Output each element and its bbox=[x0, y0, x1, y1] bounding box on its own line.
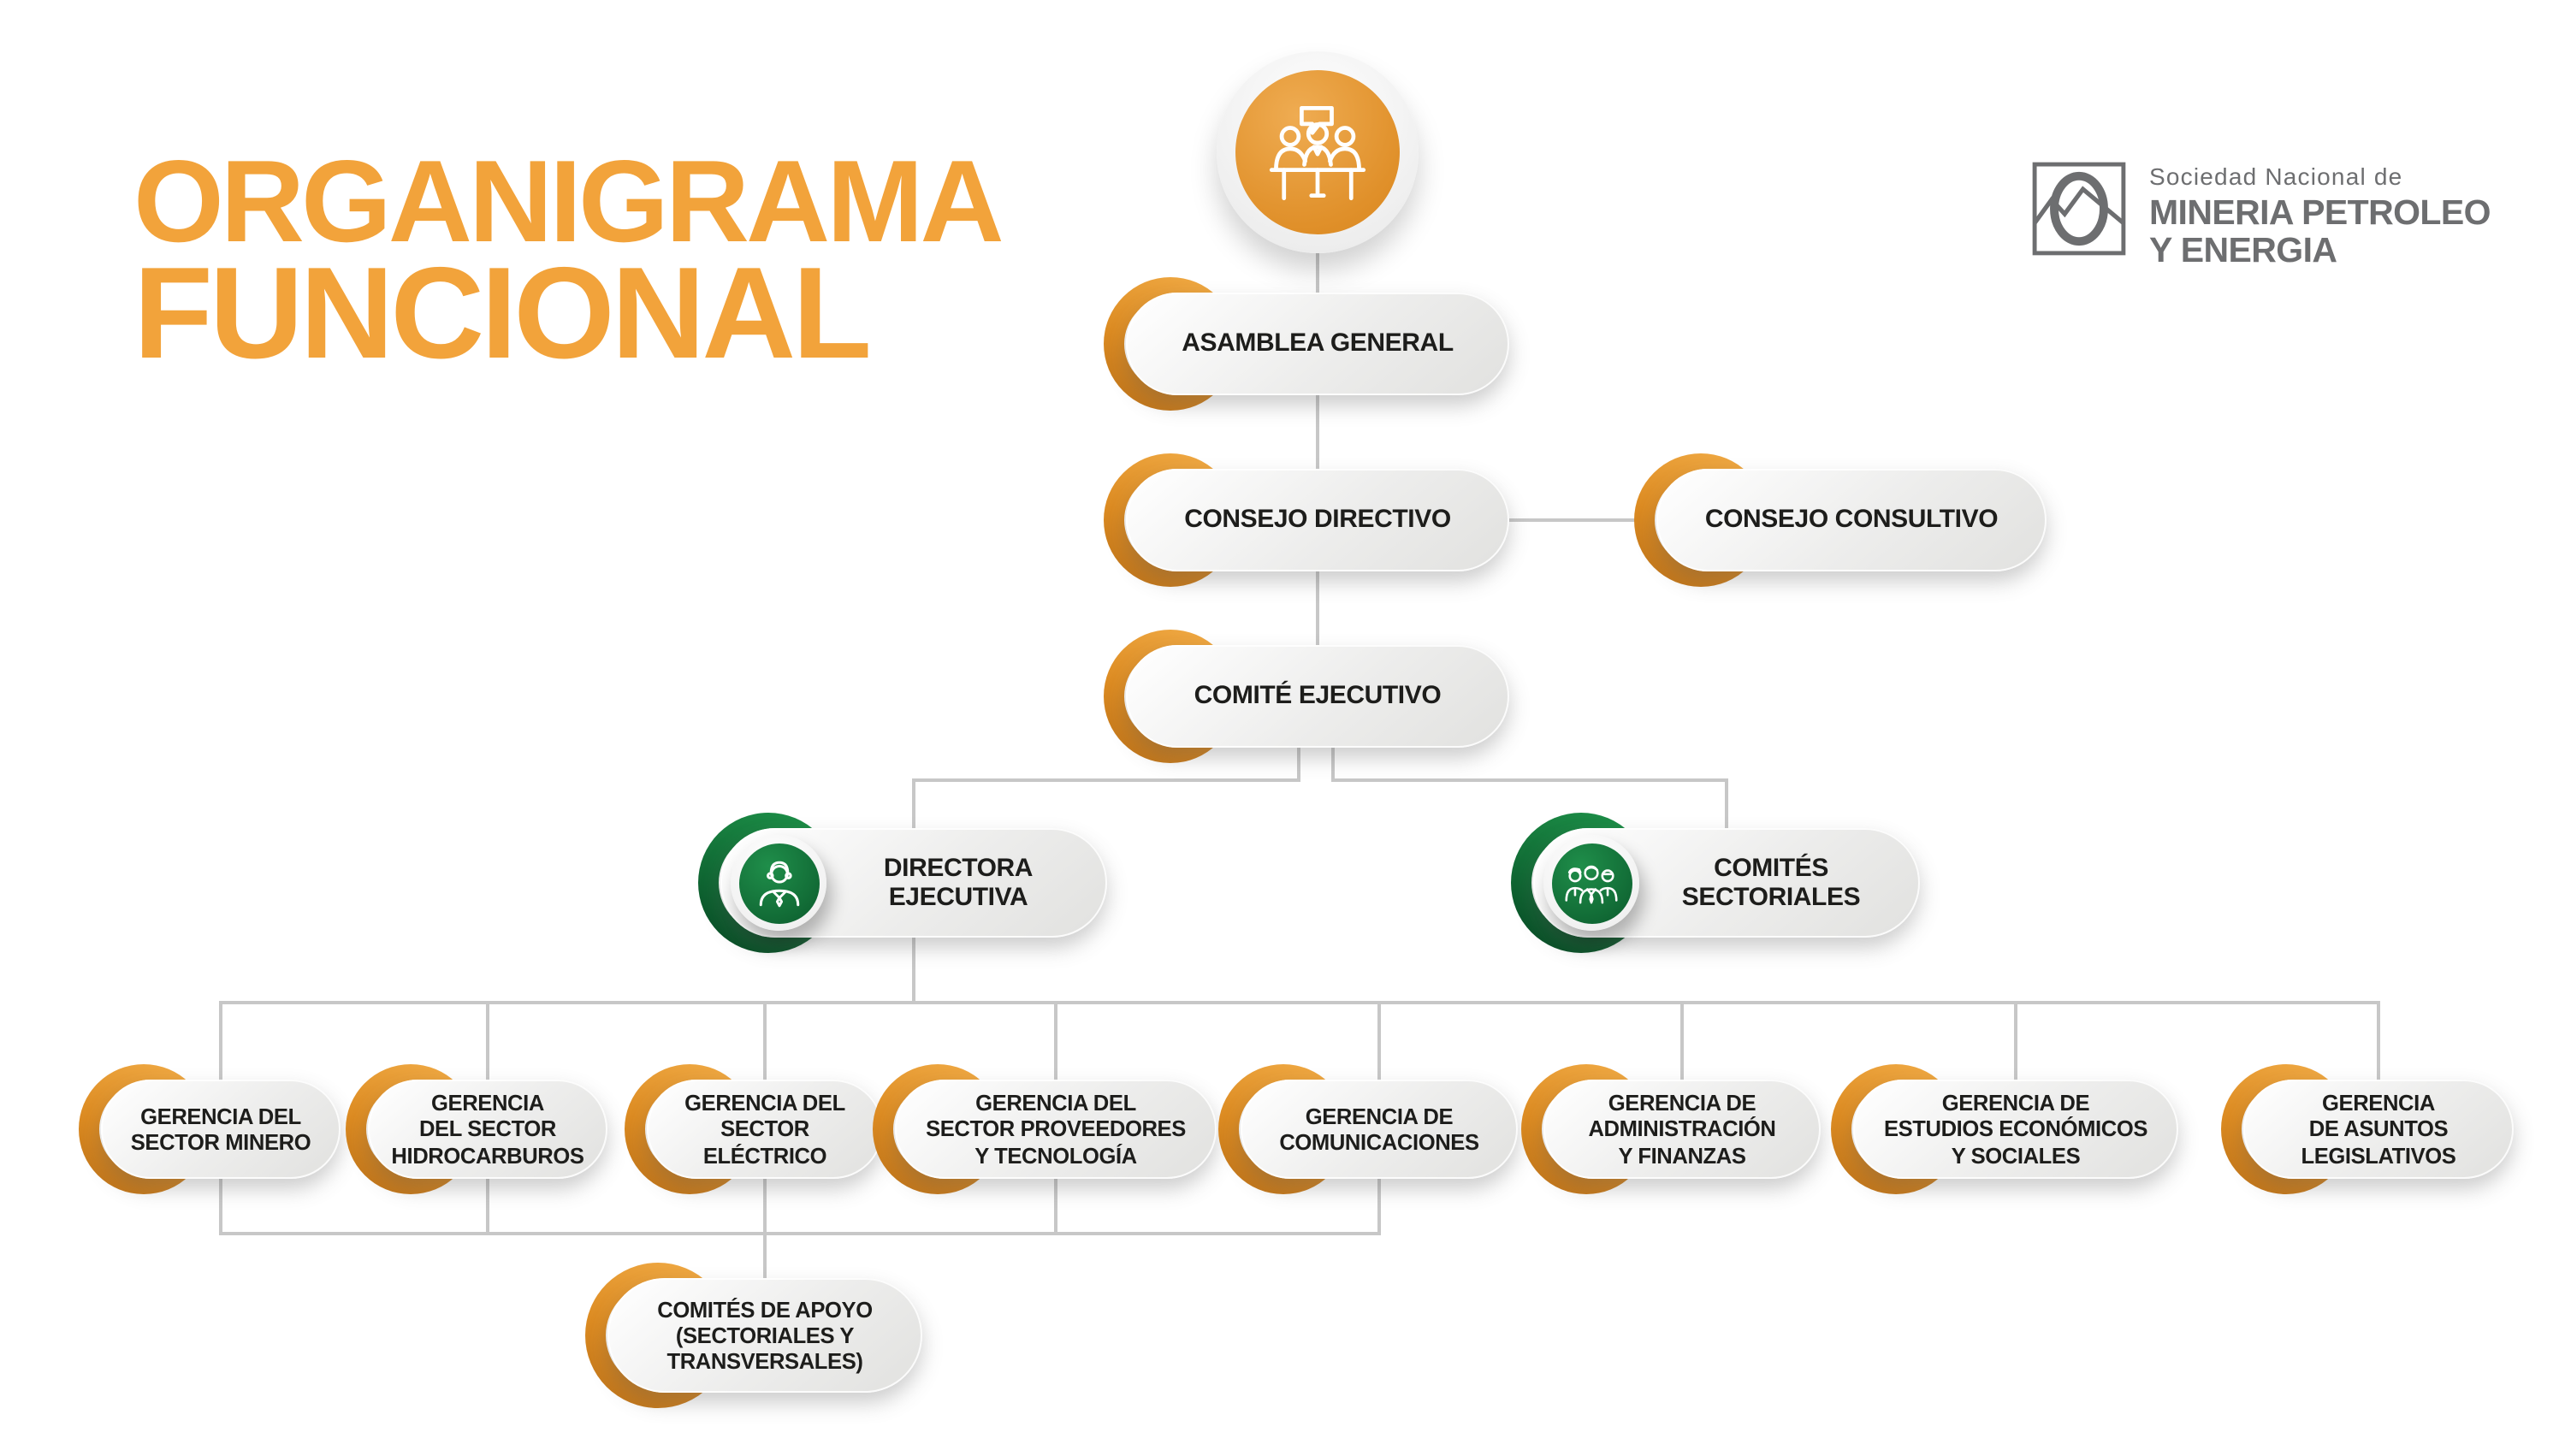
connector-line bbox=[2377, 1003, 2380, 1080]
node-label: COMITÉ EJECUTIVO bbox=[1194, 681, 1442, 711]
connector-line bbox=[219, 1003, 222, 1080]
node-label: GERENCIA DEL SECTOR ELÉCTRICO bbox=[684, 1090, 845, 1169]
connector-line bbox=[912, 780, 915, 828]
connector-line bbox=[219, 1232, 1381, 1235]
connector-line bbox=[1680, 1003, 1684, 1080]
node-gerencia-comunicaciones: GERENCIA DE COMUNICACIONES bbox=[1218, 1064, 1518, 1194]
connector-line bbox=[2014, 1003, 2017, 1080]
connector-line bbox=[219, 1001, 2380, 1004]
connector-line bbox=[1054, 1179, 1057, 1235]
node-pill: GERENCIA DEL SECTOR MINERO bbox=[101, 1080, 341, 1179]
node-directora-ejecutiva: DIRECTORA EJECUTIVA bbox=[698, 813, 1107, 953]
connector-line bbox=[1331, 748, 1335, 780]
connector-line bbox=[1377, 1179, 1381, 1235]
node-label: CONSEJO DIRECTIVO bbox=[1184, 505, 1451, 535]
node-pill: GERENCIA DE ESTUDIOS ECONÓMICOS Y SOCIAL… bbox=[1853, 1080, 2178, 1179]
node-label: GERENCIA DE ESTUDIOS ECONÓMICOS Y SOCIAL… bbox=[1883, 1090, 2148, 1169]
node-gerencia-sector-electrico: GERENCIA DEL SECTOR ELÉCTRICO bbox=[625, 1064, 883, 1194]
node-label: COMITÉS DE APOYO (SECTORIALES Y TRANSVER… bbox=[657, 1296, 873, 1375]
node-pill: GERENCIA DE COMUNICACIONES bbox=[1241, 1080, 1518, 1179]
node-label: COMITÉS SECTORIALES bbox=[1681, 853, 1861, 912]
assembly-circle bbox=[1217, 51, 1419, 253]
node-comite-ejecutivo: COMITÉ EJECUTIVO bbox=[1104, 630, 1509, 763]
node-pill: GERENCIA DEL SECTOR ELÉCTRICO bbox=[647, 1080, 883, 1179]
node-gerencia-administracion-finanzas: GERENCIA DE ADMINISTRACIÓN Y FINANZAS bbox=[1521, 1064, 1821, 1194]
badge-circle bbox=[1551, 843, 1632, 923]
node-gerencia-asuntos-legislativos: GERENCIA DE ASUNTOS LEGISLATIVOS bbox=[2221, 1064, 2514, 1194]
node-label: DIRECTORA EJECUTIVA bbox=[883, 853, 1034, 912]
node-label: GERENCIA DE ASUNTOS LEGISLATIVOS bbox=[2301, 1090, 2456, 1169]
people-group-icon bbox=[1543, 835, 1639, 931]
node-pill: GERENCIA DEL SECTOR HIDROCARBUROS bbox=[368, 1080, 607, 1179]
connector-line bbox=[486, 1179, 489, 1235]
connector-line bbox=[1377, 1003, 1381, 1080]
node-label: ASAMBLEA GENERAL bbox=[1182, 328, 1454, 358]
executive-person-icon bbox=[731, 835, 826, 931]
connector-line bbox=[1316, 571, 1319, 645]
snmpe-emblem-icon bbox=[2032, 162, 2126, 256]
logo-line-main2: Y ENERGIA bbox=[2149, 231, 2337, 271]
snmpe-logo: Sociedad Nacional de MINERIA PETROLEO Y … bbox=[2029, 159, 2491, 271]
connector-line bbox=[1331, 778, 1728, 782]
page-title-line2: FUNCIONAL bbox=[133, 241, 872, 387]
node-label: GERENCIA DEL SECTOR HIDROCARBUROS bbox=[391, 1090, 584, 1169]
node-pill: COMITÉ EJECUTIVO bbox=[1126, 645, 1509, 748]
node-gerencia-sector-hidrocarburos: GERENCIA DEL SECTOR HIDROCARBUROS bbox=[346, 1064, 607, 1194]
connector-line bbox=[763, 1179, 767, 1235]
connector-line bbox=[763, 1003, 767, 1080]
node-gerencia-proveedores-tecnologia: GERENCIA DEL SECTOR PROVEEDORES Y TECNOL… bbox=[873, 1064, 1217, 1194]
node-gerencia-sector-minero: GERENCIA DEL SECTOR MINERO bbox=[79, 1064, 341, 1194]
node-pill: CONSEJO CONSULTIVO bbox=[1656, 469, 2047, 571]
node-pill: GERENCIA DEL SECTOR PROVEEDORES Y TECNOL… bbox=[895, 1080, 1217, 1179]
connector-line bbox=[912, 778, 1300, 782]
node-label: GERENCIA DEL SECTOR MINERO bbox=[130, 1103, 311, 1155]
node-consejo-directivo: CONSEJO DIRECTIVO bbox=[1104, 453, 1509, 587]
node-pill: ASAMBLEA GENERAL bbox=[1126, 293, 1509, 395]
node-label: CONSEJO CONSULTIVO bbox=[1704, 505, 1999, 535]
connector-line bbox=[763, 1235, 767, 1278]
node-gerencia-estudios-economicos: GERENCIA DE ESTUDIOS ECONÓMICOS Y SOCIAL… bbox=[1831, 1064, 2178, 1194]
node-comites-de-apoyo: COMITÉS DE APOYO (SECTORIALES Y TRANSVER… bbox=[585, 1263, 922, 1408]
meeting-table-icon bbox=[1235, 70, 1400, 234]
connector-line bbox=[1725, 780, 1728, 828]
node-comites-sectoriales: COMITÉS SECTORIALES bbox=[1511, 813, 1920, 953]
node-consejo-consultivo: CONSEJO CONSULTIVO bbox=[1634, 453, 2047, 587]
connector-line bbox=[1509, 518, 1660, 522]
logo-text: Sociedad Nacional de MINERIA PETROLEO Y … bbox=[2149, 159, 2491, 271]
logo-line-small: Sociedad Nacional de bbox=[2149, 163, 2403, 190]
page-title-line1: ORGANIGRAMA bbox=[133, 137, 1004, 267]
connector-line bbox=[1316, 253, 1319, 293]
connector-line bbox=[1316, 395, 1319, 469]
connector-line bbox=[219, 1179, 222, 1235]
connector-line bbox=[1054, 1003, 1057, 1080]
node-pill: GERENCIA DE ASUNTOS LEGISLATIVOS bbox=[2243, 1080, 2514, 1179]
logo-line-main: MINERIA PETROLEO bbox=[2149, 193, 2491, 233]
node-label: GERENCIA DE COMUNICACIONES bbox=[1279, 1103, 1479, 1155]
node-pill: COMITÉS DE APOYO (SECTORIALES Y TRANSVER… bbox=[607, 1278, 922, 1393]
node-pill: GERENCIA DE ADMINISTRACIÓN Y FINANZAS bbox=[1543, 1080, 1821, 1179]
node-label: GERENCIA DE ADMINISTRACIÓN Y FINANZAS bbox=[1588, 1090, 1776, 1169]
connector-line bbox=[1297, 748, 1300, 780]
node-pill: CONSEJO DIRECTIVO bbox=[1126, 469, 1509, 571]
badge-circle bbox=[738, 843, 819, 923]
node-asamblea-general: ASAMBLEA GENERAL bbox=[1104, 277, 1509, 411]
connector-line bbox=[486, 1003, 489, 1080]
connector-line bbox=[912, 938, 915, 1004]
node-label: GERENCIA DEL SECTOR PROVEEDORES Y TECNOL… bbox=[926, 1090, 1186, 1169]
